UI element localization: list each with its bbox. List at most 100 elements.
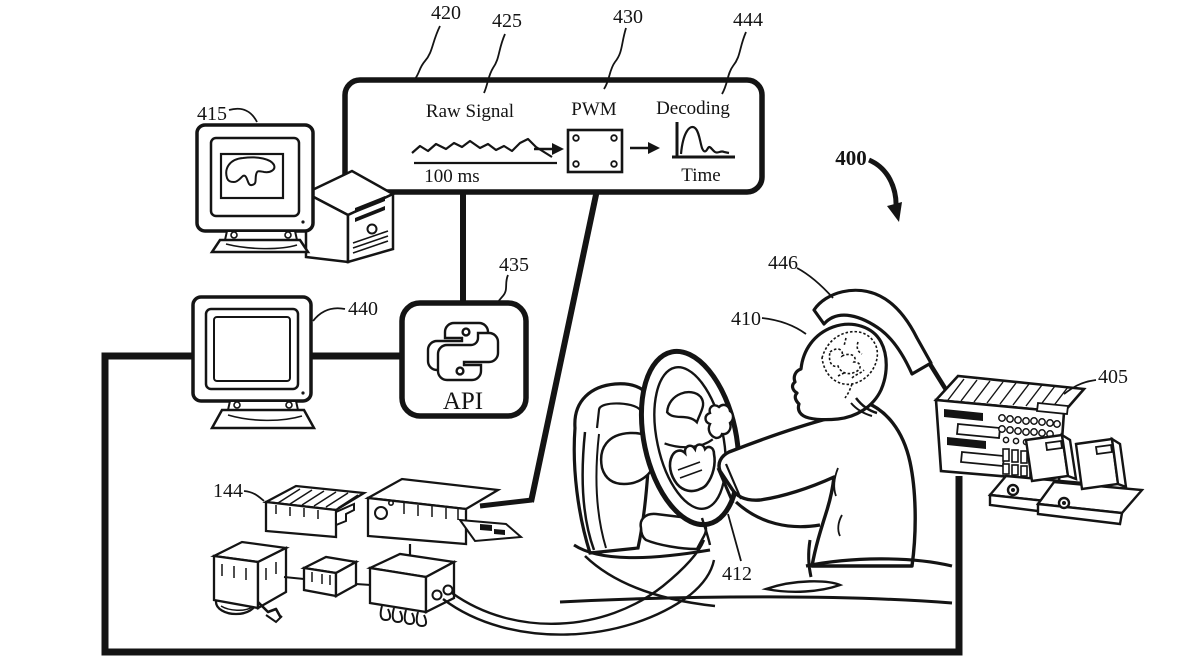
figure-arrow — [867, 157, 899, 209]
leader-425 — [483, 33, 506, 94]
simulator-scene: 446 410 412 — [559, 252, 953, 608]
signal-panel: Raw Signal 100 ms PWM Decoding Time 420 … — [342, 2, 765, 195]
api-box: API 435 — [399, 254, 529, 419]
leader-444 — [721, 31, 747, 95]
charger2-base-front — [1036, 502, 1124, 526]
camera-device — [210, 540, 290, 624]
rack-slot-dark-1 — [944, 409, 983, 421]
camera-cable-tail — [257, 601, 283, 619]
leg-line — [807, 539, 813, 578]
panel-to-simulator-line — [528, 189, 600, 503]
subject-brain — [821, 330, 879, 399]
brain-on-screen — [225, 156, 276, 187]
ref-label-440: 440 — [348, 298, 378, 320]
ref-label-405: 405 — [1098, 366, 1128, 388]
sleeve-cuff-line — [716, 467, 735, 504]
leader-446 — [796, 267, 834, 299]
collar-line-1 — [855, 397, 878, 415]
tower-pc — [303, 169, 396, 264]
decoding-curve — [679, 125, 730, 155]
raw-signal-trace — [411, 137, 553, 158]
camera-link-line — [283, 576, 305, 580]
shirt-wrinkle-2 — [837, 514, 843, 537]
ref-label-412: 412 — [722, 563, 752, 585]
seat-bottom-sweep — [573, 543, 711, 560]
monitor-base — [209, 408, 317, 430]
leader-430 — [603, 27, 627, 90]
decoding-plot — [672, 122, 735, 159]
workstation-415: 415 — [195, 103, 396, 264]
pwm-corner-screws — [572, 134, 618, 168]
floor-squiggle — [761, 580, 844, 593]
battery-chargers — [987, 432, 1145, 526]
shirt-wrinkle-1 — [833, 467, 839, 497]
lap-line — [805, 557, 953, 568]
ref-label-430: 430 — [613, 6, 643, 28]
subject-head — [790, 322, 888, 422]
hand-on-wheel — [668, 443, 716, 493]
ref-label-444: 444 — [733, 9, 763, 31]
blank-screen — [213, 316, 291, 382]
figure-number-group: 400 — [835, 146, 902, 222]
ref-label-425: 425 — [492, 10, 522, 32]
breakout-box — [366, 552, 458, 628]
raw-signal-scale: 100 ms — [424, 166, 479, 187]
ref-label-435: 435 — [499, 254, 529, 276]
side-bolster-line-1 — [581, 431, 596, 551]
ref-label-446: 446 — [768, 252, 798, 274]
api-label: API — [443, 388, 483, 415]
display-monitor-440: 440 — [191, 295, 378, 430]
headband-sensor — [812, 288, 933, 376]
equipment-rack: 405 — [933, 366, 1145, 526]
amplifier-box-2 — [364, 477, 524, 546]
arrow-1-head — [552, 143, 564, 155]
figure-number: 400 — [835, 146, 867, 170]
torso-and-arm — [717, 400, 917, 568]
decoding-title: Decoding — [656, 98, 730, 119]
wheel-hub — [665, 391, 705, 425]
leader-435 — [496, 274, 509, 305]
wheel-column-cable — [700, 517, 712, 546]
connector-cables — [442, 539, 716, 636]
floor-line — [559, 595, 953, 605]
decoding-axis-label: Time — [681, 165, 720, 186]
cable-port-1 — [431, 589, 443, 601]
scene-labels: 446 410 412 — [722, 252, 834, 585]
leader-440 — [312, 307, 346, 322]
acquisition-devices: 144 — [210, 477, 524, 628]
tower-power-button — [366, 223, 378, 235]
collar-line-2 — [850, 402, 873, 417]
ref-label-415: 415 — [197, 103, 227, 125]
python-logo-icon — [426, 321, 500, 382]
tower-vent-1 — [355, 196, 385, 213]
figure-arrow-head — [887, 202, 902, 222]
rack-slot-dark-2 — [947, 437, 986, 449]
sleeve-cuff-line-2 — [724, 463, 743, 500]
ref-label-420: 420 — [431, 2, 461, 24]
power-led — [301, 391, 305, 395]
adapter-link-line — [355, 583, 372, 586]
subject-person — [668, 288, 953, 593]
box1-connector — [335, 502, 355, 527]
rack-slot-1 — [956, 423, 1001, 439]
leader-415 — [228, 107, 258, 123]
arrow-2-head — [648, 142, 660, 154]
power-led — [301, 220, 305, 224]
monitor-base — [209, 238, 311, 254]
adapter-box — [300, 555, 360, 598]
raw-signal-title: Raw Signal — [426, 101, 514, 122]
pwm-title: PWM — [571, 99, 617, 120]
cable-port-2 — [442, 584, 454, 596]
seat-base-floor-sweep — [584, 555, 716, 608]
leader-144 — [243, 490, 265, 502]
leader-420 — [414, 25, 441, 80]
breakout-pins — [379, 605, 428, 628]
amplifier-cable-stub — [479, 497, 533, 509]
panel-leader-lines — [414, 25, 747, 95]
rack-slot-3 — [1035, 402, 1070, 415]
crt-monitor-415 — [195, 123, 315, 254]
amplifier-box-1 — [262, 484, 368, 539]
side-bolster-line-2 — [595, 433, 607, 549]
ref-label-144: 144 — [213, 480, 243, 502]
